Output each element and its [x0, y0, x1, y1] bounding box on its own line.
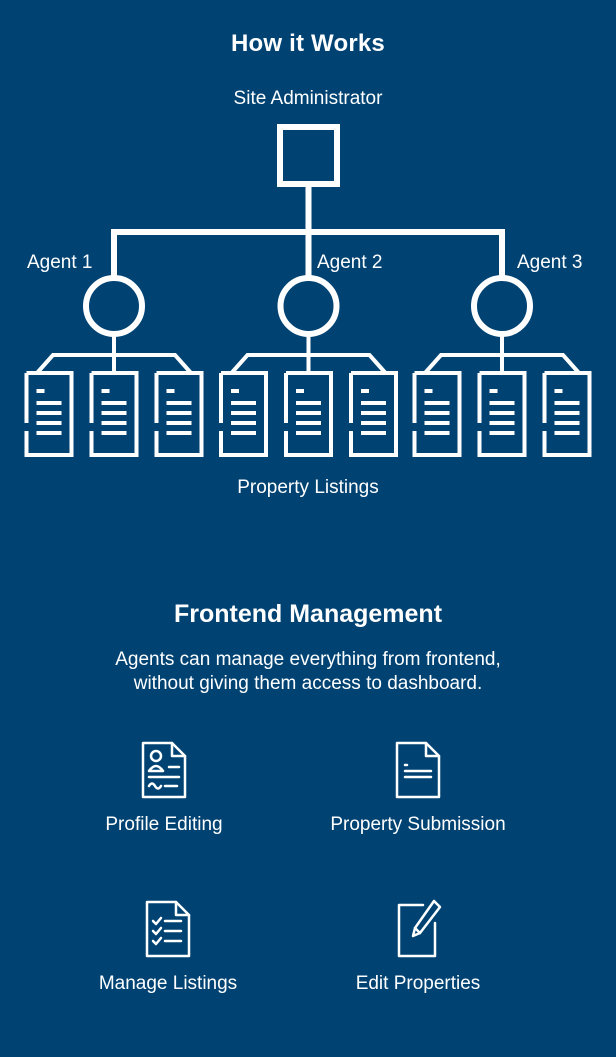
- property-listing-document-icon: [477, 371, 527, 457]
- property-listing-document-icon: [284, 371, 333, 457]
- agent-2-label: Agent 2: [317, 252, 383, 273]
- document-outline: [412, 371, 462, 457]
- property-listing-document-icon: [542, 371, 592, 457]
- description-line-1: Agents can manage everything from fronte…: [115, 649, 501, 670]
- property-listing-document-icon: [412, 371, 462, 457]
- document-outline: [219, 371, 268, 457]
- document-outline: [89, 371, 139, 457]
- frontend-management-description: Agents can manage everything from fronte…: [60, 648, 556, 696]
- property-listing-document-icon: [349, 371, 398, 457]
- site-administrator-node: [277, 124, 340, 187]
- agent-3-node: [471, 275, 533, 337]
- site-administrator-label: Site Administrator: [233, 88, 383, 109]
- property-listing-document-icon: [24, 371, 74, 457]
- checklist-icon: [145, 900, 191, 958]
- hierarchy-diagram: [24, 124, 592, 457]
- frontend-management-title: Frontend Management: [173, 600, 443, 628]
- property-listing-document-icon: [154, 371, 204, 457]
- agent-3-label: Agent 3: [517, 252, 583, 273]
- agent-2-node: [277, 275, 340, 337]
- feature-manage-listings: Manage Listings: [38, 899, 298, 995]
- feature-label: Profile Editing: [105, 814, 223, 835]
- document-outline: [349, 371, 398, 457]
- feature-label: Edit Properties: [355, 973, 481, 994]
- property-listing-document-icon: [89, 371, 139, 457]
- property-listings-label: Property Listings: [237, 477, 379, 498]
- property-listing-document-icon: [219, 371, 268, 457]
- document-outline: [154, 371, 204, 457]
- document-outline: [24, 371, 74, 457]
- document-outline: [542, 371, 592, 457]
- document-lines-icon: [395, 741, 441, 799]
- agent-1-label: Agent 1: [27, 252, 93, 273]
- feature-profile-editing: Profile Editing: [34, 740, 294, 836]
- feature-label: Property Submission: [330, 814, 506, 835]
- document-outline: [284, 371, 333, 457]
- how-it-works-title: How it Works: [231, 30, 385, 57]
- feature-property-submission: Property Submission: [288, 740, 548, 836]
- document-outline: [477, 371, 527, 457]
- edit-pencil-icon: [397, 899, 442, 958]
- agent-1-node: [83, 275, 145, 337]
- description-line-2: without giving them access to dashboard.: [133, 673, 483, 694]
- feature-label: Manage Listings: [98, 973, 238, 994]
- profile-document-icon: [141, 741, 187, 799]
- feature-edit-properties: Edit Properties: [288, 899, 548, 995]
